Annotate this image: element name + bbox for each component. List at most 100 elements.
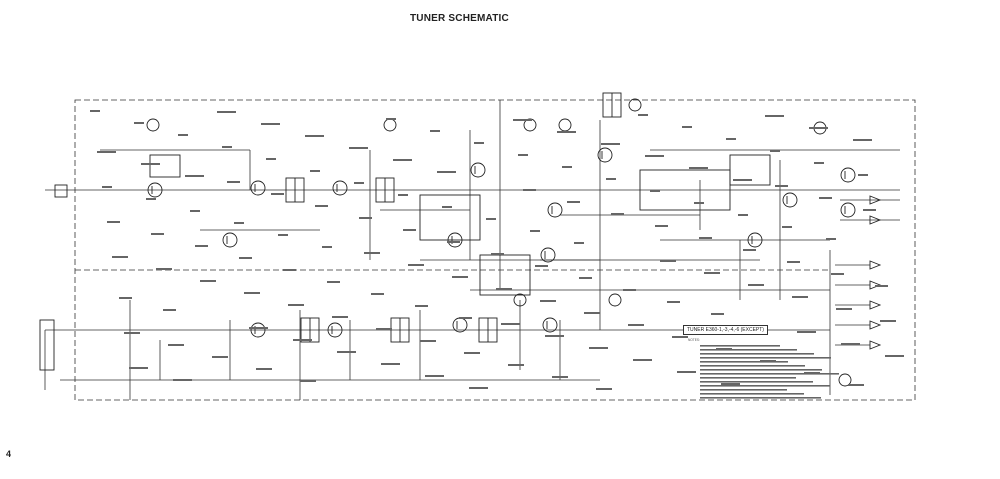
component-label: [244, 292, 260, 294]
transistor-symbol: [147, 182, 163, 198]
component-label: [376, 328, 392, 330]
component-label: [403, 229, 416, 231]
component-label: [398, 194, 408, 196]
component-label: [266, 158, 276, 160]
component-label: [129, 367, 148, 369]
component-label: [606, 178, 616, 180]
meter-symbol: [513, 293, 527, 307]
component-label: [459, 317, 472, 319]
component-label: [518, 154, 528, 156]
component-label: [293, 339, 312, 341]
component-label: [814, 162, 824, 164]
component-label: [645, 155, 664, 157]
ic-block: [639, 169, 731, 211]
note-line: [700, 393, 804, 395]
component-label: [545, 335, 564, 337]
ic-block: [149, 154, 181, 178]
component-label: [217, 111, 236, 113]
component-label: [364, 252, 380, 254]
component-label: [858, 174, 868, 176]
component-label: [464, 352, 480, 354]
component-label: [863, 209, 876, 211]
component-label: [212, 356, 228, 358]
component-label: [173, 379, 192, 381]
component-label: [315, 205, 328, 207]
transistor-symbol: [332, 180, 348, 196]
component-label: [579, 277, 592, 279]
antenna-terminal: [54, 184, 68, 198]
component-label: [721, 383, 740, 385]
component-label: [112, 256, 128, 258]
component-label: [249, 327, 268, 329]
component-label: [875, 285, 888, 287]
component-label: [437, 171, 456, 173]
component-label: [836, 308, 852, 310]
component-label: [386, 118, 396, 120]
component-label: [501, 323, 520, 325]
component-label: [819, 197, 832, 199]
component-label: [782, 226, 792, 228]
component-label: [156, 268, 172, 270]
transistor-symbol: [747, 232, 763, 248]
component-label: [222, 146, 232, 148]
component-label: [552, 376, 568, 378]
meter-symbol: [608, 293, 622, 307]
meter-symbol: [838, 373, 852, 387]
component-label: [332, 316, 348, 318]
component-label: [496, 288, 512, 290]
schematic-notes: NOTES:: [688, 338, 888, 343]
note-line: [700, 377, 796, 379]
component-label: [596, 388, 612, 390]
component-label: [486, 218, 496, 220]
component-label: [650, 190, 660, 192]
ic-block: [479, 254, 531, 296]
note-line: [700, 369, 822, 371]
component-label: [195, 245, 208, 247]
component-label: [239, 257, 252, 259]
component-label: [359, 217, 372, 219]
transistor-symbol: [840, 167, 856, 183]
component-label: [765, 115, 784, 117]
component-label: [787, 261, 800, 263]
component-label: [841, 343, 860, 345]
transistor-symbol: [327, 322, 343, 338]
component-label: [726, 138, 736, 140]
output-jack: [869, 340, 882, 350]
component-label: [748, 284, 764, 286]
component-label: [682, 126, 692, 128]
transistor-symbol: [250, 180, 266, 196]
component-label: [562, 166, 572, 168]
output-jack: [869, 195, 882, 205]
page-number: 4: [6, 449, 12, 459]
component-label: [535, 265, 548, 267]
component-label: [601, 143, 620, 145]
component-label: [452, 276, 468, 278]
component-label: [305, 135, 324, 137]
component-label: [102, 186, 112, 188]
note-line: [700, 349, 797, 351]
component-label: [699, 237, 712, 239]
component-label: [672, 336, 688, 338]
component-label: [349, 147, 368, 149]
component-label: [408, 264, 424, 266]
component-label: [574, 242, 584, 244]
component-label: [107, 221, 120, 223]
output-jack: [869, 215, 882, 225]
component-label: [853, 139, 872, 141]
component-label: [628, 324, 644, 326]
note-line: [700, 345, 780, 347]
chassis-border: [74, 99, 916, 401]
note-line: [700, 385, 830, 387]
component-label: [178, 134, 188, 136]
component-label: [141, 163, 160, 165]
meter-symbol: [383, 118, 397, 132]
component-label: [704, 272, 720, 274]
component-label: [234, 222, 244, 224]
component-label: [322, 246, 332, 248]
component-label: [163, 309, 176, 311]
component-label: [831, 273, 844, 275]
component-label: [567, 201, 580, 203]
component-label: [491, 253, 504, 255]
note-line: [700, 361, 788, 363]
component-label: [689, 167, 708, 169]
